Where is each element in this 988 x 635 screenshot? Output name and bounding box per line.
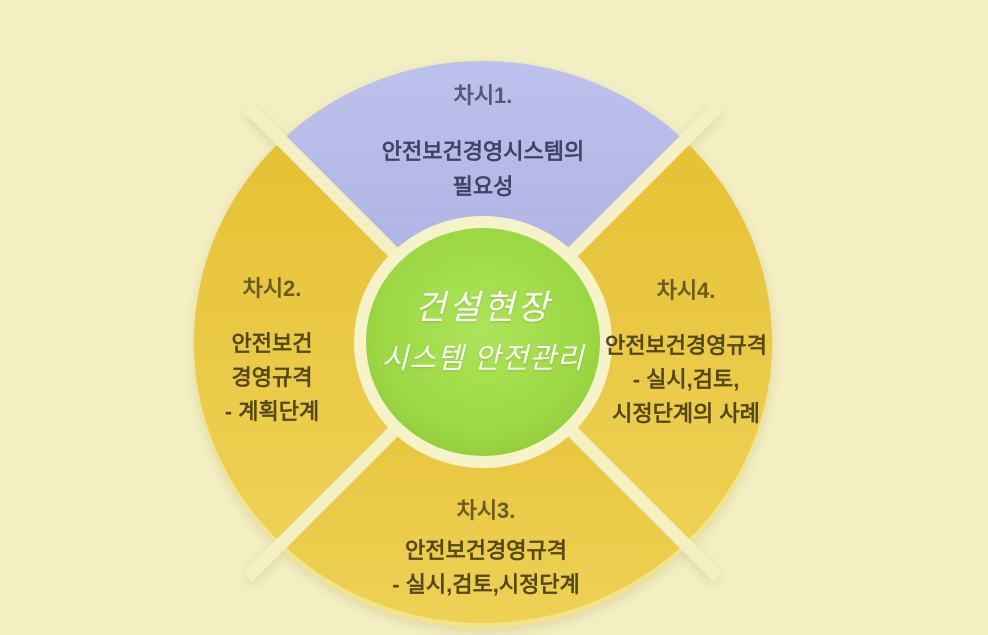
center-circle (366, 228, 600, 456)
